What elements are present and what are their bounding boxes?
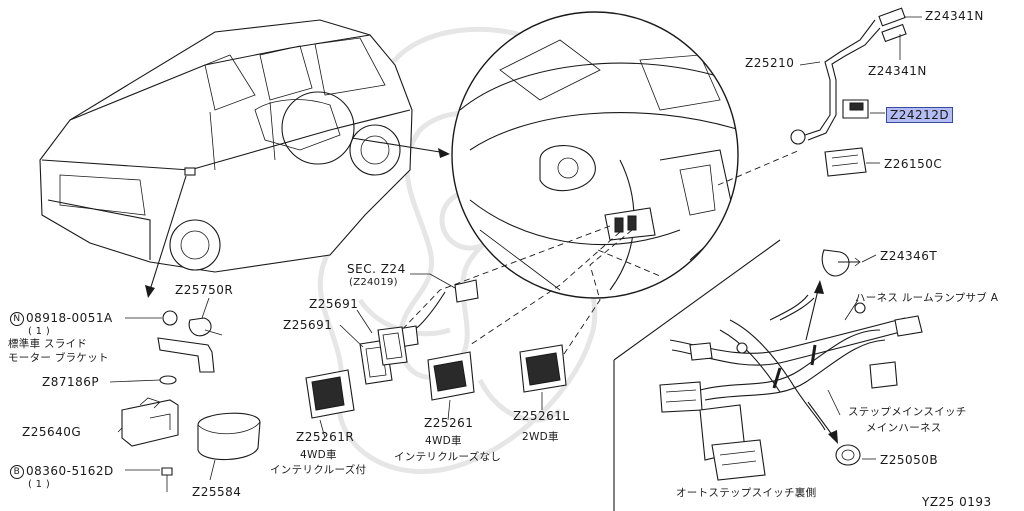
label-z25261-no-intelli-cruise: インテリクルーズなし	[394, 451, 502, 463]
label-z25750r: Z25750R	[175, 283, 234, 297]
bracket	[157, 337, 215, 373]
van-illustration	[39, 19, 413, 273]
label-z25261: Z25261	[424, 416, 474, 430]
bolt	[161, 467, 173, 476]
part-08918-number: 08918-0051A	[26, 311, 113, 325]
grommet	[835, 444, 861, 466]
label-z24346t: Z24346T	[880, 249, 938, 263]
label-sec-z24019: (Z24019)	[349, 277, 398, 288]
b-symbol-icon: B	[10, 465, 24, 479]
motor	[121, 399, 179, 447]
label-z24212d-highlighted[interactable]: Z24212D	[886, 107, 954, 123]
cushion	[197, 412, 261, 461]
label-z24341n-top: Z24341N	[925, 9, 984, 23]
label-z25261l: Z25261L	[513, 409, 570, 423]
label-z25050b: Z25050B	[880, 453, 939, 467]
dashboard-detail	[451, 11, 739, 299]
n-symbol-icon: N	[10, 312, 24, 326]
label-z25261r: Z25261R	[296, 430, 355, 444]
harness-bundle	[659, 294, 923, 481]
label-z25261l-2wd: 2WD車	[522, 431, 559, 443]
label-sec-z24: SEC. Z24	[347, 262, 406, 276]
label-z26150c: Z26150C	[884, 157, 943, 171]
label-auto-step-switch-back: オートステップスイッチ裏側	[676, 487, 817, 499]
label-qty-08360: ( 1 )	[28, 479, 51, 490]
harness-upper	[790, 7, 907, 177]
label-z25210: Z25210	[745, 56, 795, 70]
label-motor-bracket: モーター ブラケット	[8, 352, 109, 364]
label-z25261r-4wd: 4WD車	[300, 449, 337, 461]
label-z87186p: Z87186P	[42, 375, 100, 389]
label-z25691-lower: Z25691	[283, 318, 333, 332]
label-main-harness: メインハーネス	[866, 422, 942, 434]
label-z25584: Z25584	[192, 485, 242, 499]
label-harness-room-lamp: ハーネス ルームランプサブ A	[855, 292, 999, 304]
label-z25261r-intelli-cruise: インテリクルーズ付	[270, 464, 367, 476]
label-z25640g: Z25640G	[22, 425, 82, 439]
clip	[821, 249, 861, 277]
label-step-main-switch: ステップメインスイッチ	[848, 406, 967, 418]
left-parts	[121, 310, 261, 492]
label-qty-08918: ( 1 )	[28, 326, 51, 337]
switches-group	[305, 279, 567, 419]
nut	[162, 310, 178, 326]
part-08360-number: 08360-5162D	[26, 464, 114, 478]
label-z25691-upper: Z25691	[309, 297, 359, 311]
label-z24341n-lower: Z24341N	[868, 64, 927, 78]
label-figure-code: YZ25 0193	[922, 495, 992, 509]
label-z25261-4wd: 4WD車	[425, 435, 462, 447]
label-standard-slide: 標準車 スライド	[8, 338, 88, 350]
